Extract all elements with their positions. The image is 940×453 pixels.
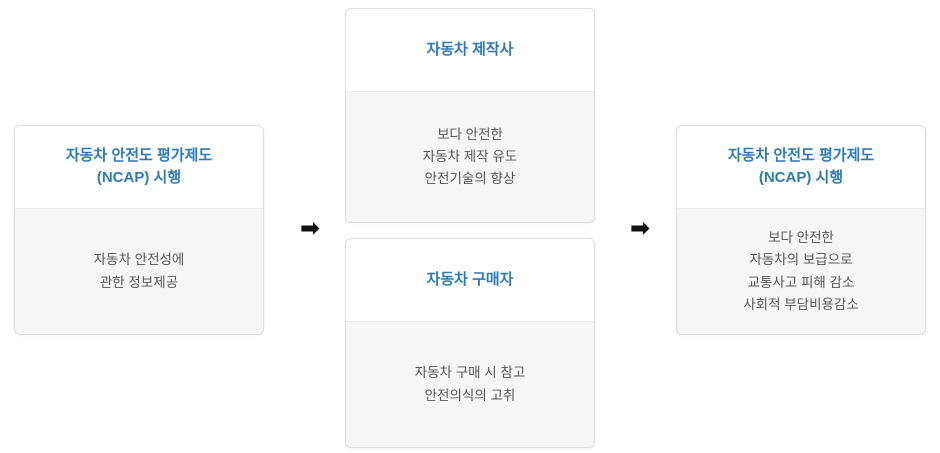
box-car-manufacturer-body: 보다 안전한 자동차 제작 유도 안전기술의 향상 [346,91,594,222]
box-car-buyer-body: 자동차 구매 시 참고 안전의식의 고취 [346,321,594,447]
box-ncap-outcome-body: 보다 안전한 자동차의 보급으로 교통사고 피해 감소 사회적 부담비용감소 [677,208,925,334]
box-car-buyer-title: 자동차 구매자 [426,270,514,288]
box-car-manufacturer: 자동차 제작사 보다 안전한 자동차 제작 유도 안전기술의 향상 [345,8,595,223]
box-ncap-outcome: 자동차 안전도 평가제도 (NCAP) 시행 보다 안전한 자동차의 보급으로 … [676,125,926,335]
box-ncap-implementation-title: 자동차 안전도 평가제도 (NCAP) 시행 [65,146,213,187]
box-car-manufacturer-title: 자동차 제작사 [426,40,514,58]
arrow-right-icon: ➡ [629,215,651,242]
arrow-right-icon: ➡ [299,215,321,242]
box-ncap-implementation-body: 자동차 안전성에 관한 정보제공 [15,208,263,334]
box-ncap-outcome-title: 자동차 안전도 평가제도 (NCAP) 시행 [727,146,875,187]
box-car-buyer: 자동차 구매자 자동차 구매 시 참고 안전의식의 고취 [345,238,595,448]
box-ncap-implementation: 자동차 안전도 평가제도 (NCAP) 시행 자동차 안전성에 관한 정보제공 [14,125,264,335]
